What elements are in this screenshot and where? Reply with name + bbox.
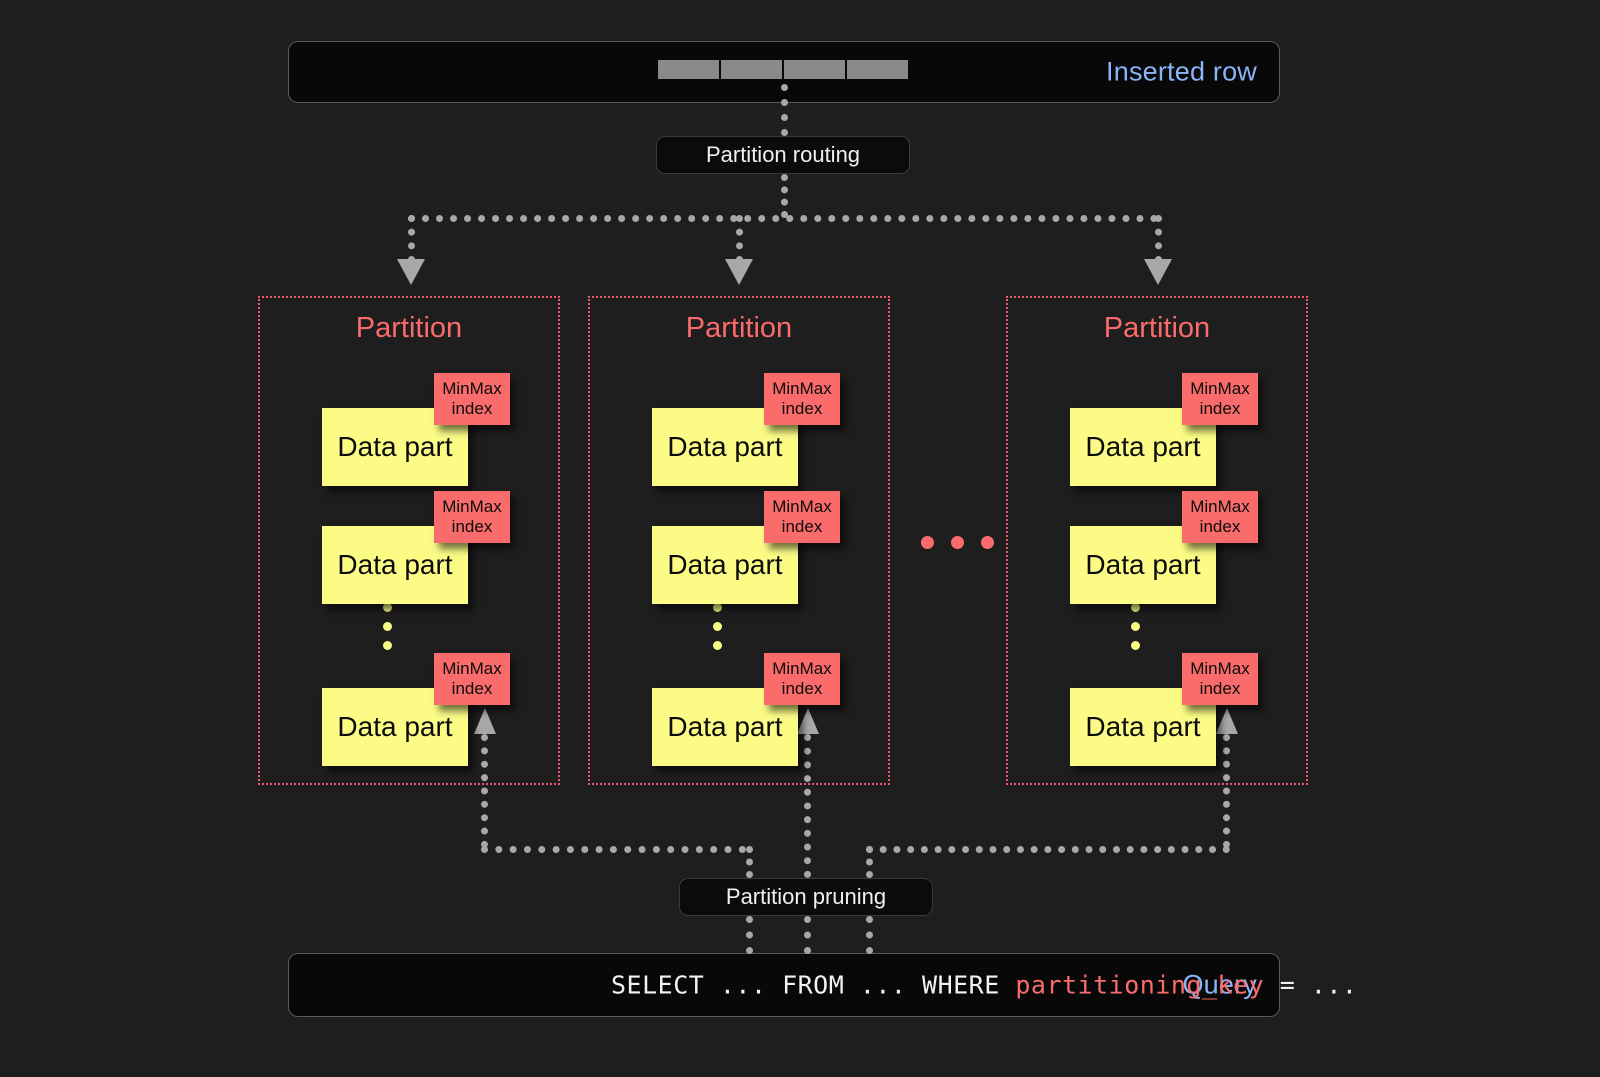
partition-title: Partition [685,312,793,344]
connector-bus-to-partition-1 [736,215,743,263]
query-prefix: SELECT ... FROM ... WHERE [611,970,1016,1000]
connector-partition-0-leg [481,734,488,848]
connector-bus-to-partition-2 [1155,215,1162,263]
row-cell [721,60,782,79]
connector-pruning-bus-right [866,846,1230,853]
connector-partition-1-leg [804,734,811,878]
partition-title: Partition [355,312,463,344]
query-partitioning-key: partitioning_key [1015,970,1265,1000]
connector-pruning-to-query-0 [746,916,753,954]
data-part-box: Data part [322,408,468,486]
inserted-row-label: Inserted row [1106,56,1257,87]
ellipsis-dot [383,622,392,631]
data-part-ellipsis [383,603,392,650]
connector-pruning-riser-left [746,846,753,878]
connector-partition-2-leg [1223,734,1230,848]
row-cell [658,60,719,79]
partition-pruning-label: Partition pruning [679,878,933,916]
inserted-row-cells [658,60,908,79]
data-part-ellipsis [1131,603,1140,650]
connector-fanout-bus [408,215,1158,222]
connector-routing-to-bus [781,174,788,218]
ellipsis-dot [383,603,392,612]
data-part-ellipsis [713,603,722,650]
row-cell [847,60,908,79]
arrow-down-partition-0 [397,259,425,285]
connector-pruning-to-query-2 [866,916,873,954]
partition-routing-text: Partition routing [705,142,861,167]
ellipsis-dot [713,641,722,650]
ellipsis-dot [383,641,392,650]
ellipsis-dot [951,536,964,549]
partition-routing-label: Partition routing [656,136,910,174]
arrow-up-partition-2 [1216,708,1238,734]
arrow-up-partition-1 [797,708,819,734]
row-cell [784,60,845,79]
connector-bus-to-partition-0 [408,215,415,263]
ellipsis-dot [981,536,994,549]
ellipsis-dot [921,536,934,549]
query-label: Query [1182,969,1257,1000]
connector-pruning-bus-left [481,846,746,853]
connector-pruning-to-query-1 [804,916,811,954]
partition-ellipsis [921,536,994,549]
partition-title: Partition [1103,312,1211,344]
query-suffix: = ... [1264,970,1358,1000]
query-bar: Query SELECT ... FROM ... WHERE partitio… [288,953,1357,1017]
query-sql-text: SELECT ... FROM ... WHERE partitioning_k… [611,971,1357,1000]
ellipsis-dot [1131,641,1140,650]
ellipsis-dot [713,603,722,612]
arrow-down-partition-1 [725,259,753,285]
arrow-down-partition-2 [1144,259,1172,285]
partition-pruning-text: Partition pruning [725,884,887,909]
connector-pruning-riser-right [866,846,873,878]
ellipsis-dot [713,622,722,631]
connector-row-to-routing [781,84,788,136]
ellipsis-dot [1131,622,1140,631]
ellipsis-dot [1131,603,1140,612]
arrow-up-partition-0 [474,708,496,734]
